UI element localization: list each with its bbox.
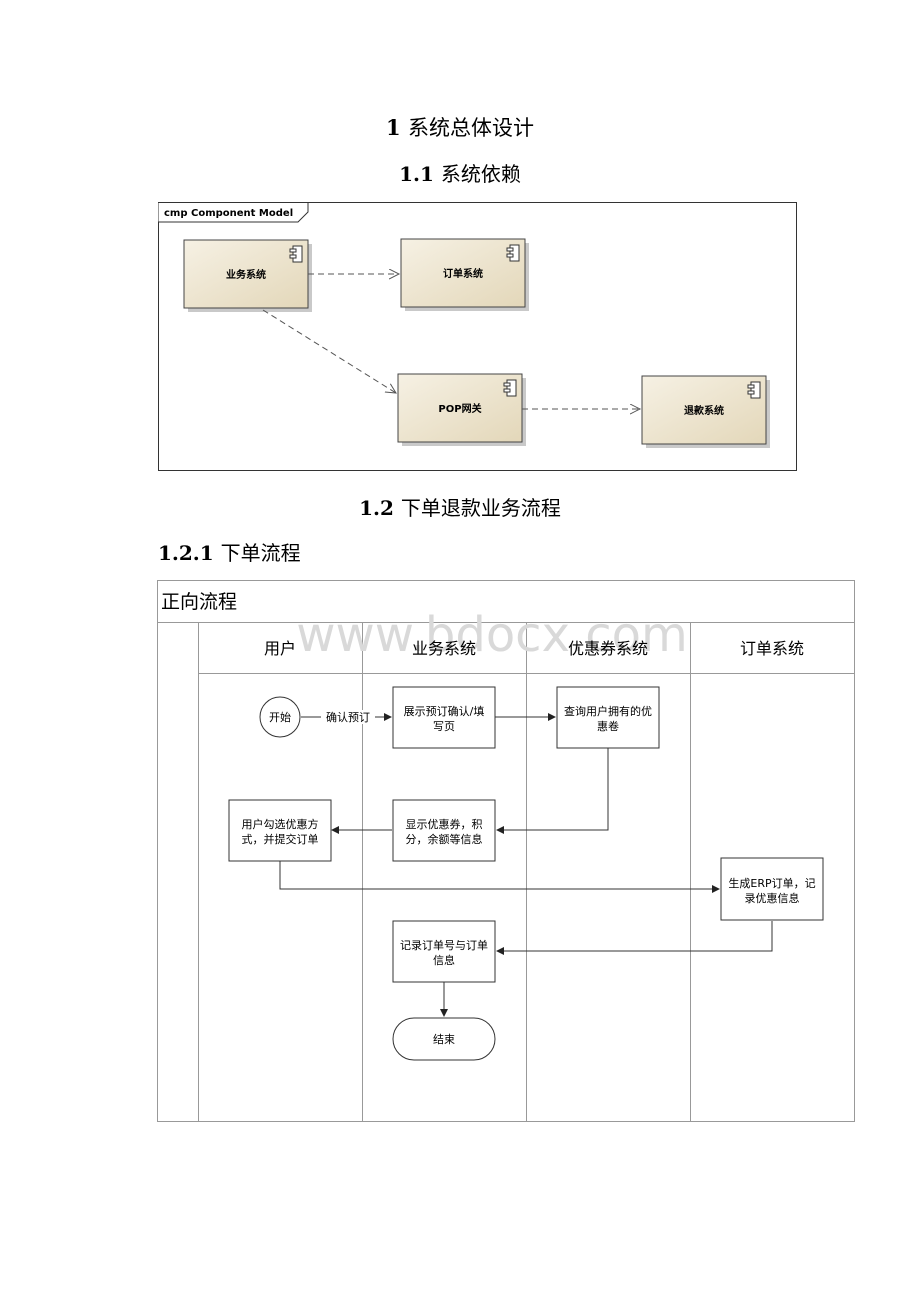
node-start — [259, 696, 301, 738]
frame-tab — [158, 202, 309, 223]
svg-text:惠卷: 惠卷 — [597, 719, 619, 733]
component-icon — [506, 244, 520, 262]
heading-system-dependency: 1.1 系统依赖 — [399, 162, 521, 186]
component-icon — [747, 381, 761, 399]
arrow-to-record — [496, 921, 773, 955]
lane-header-business: 业务系统 — [412, 639, 476, 658]
svg-text:展示预订确认/填: 展示预订确认/填 — [404, 704, 485, 718]
dependency-business-to-pop — [262, 309, 396, 393]
svg-text:分，余额等信息: 分，余额等信息 — [406, 832, 483, 846]
svg-text:业务系统: 业务系统 — [226, 268, 266, 281]
svg-text:POP网关: POP网关 — [438, 402, 481, 415]
node-user-select — [228, 799, 332, 862]
svg-text:查询用户拥有的优: 查询用户拥有的优 — [564, 704, 652, 718]
node-show-page — [392, 686, 496, 749]
svg-text:记录订单号与订单: 记录订单号与订单 — [400, 939, 488, 952]
svg-text:订单系统: 订单系统 — [443, 267, 483, 280]
node-gen-order — [720, 857, 824, 921]
component-icon — [503, 379, 517, 397]
node-record-order — [392, 920, 496, 983]
heading-order-flow: 1.2.1 下单流程 — [158, 541, 301, 565]
node-query-coupon — [556, 686, 660, 749]
arrow-to-gen-order — [279, 860, 720, 893]
component-icon — [289, 245, 303, 263]
svg-text:录优惠信息: 录优惠信息 — [745, 891, 800, 905]
component-pop-gateway: POP网关 — [397, 373, 523, 443]
heading-order-refund-flow: 1.2 下单退款业务流程 — [359, 496, 561, 520]
heading-system-design: 1 系统总体设计 — [386, 115, 534, 140]
lane-header-coupon: 优惠券系统 — [568, 639, 648, 658]
svg-text:显示优惠券，积: 显示优惠券，积 — [406, 817, 483, 831]
label-confirm: 确认预订 — [326, 711, 370, 724]
svg-text:信息: 信息 — [433, 953, 455, 967]
arrow-to-show-coupon — [496, 748, 609, 834]
svg-text:退款系统: 退款系统 — [684, 404, 724, 417]
svg-text:写页: 写页 — [433, 720, 455, 733]
component-diagram: cmp Component Model 业务系统 订单系统 POP网关 退款系统 — [158, 202, 797, 471]
lane-header-order: 订单系统 — [740, 639, 804, 658]
flow-title: 正向流程 — [161, 591, 237, 613]
swimlane-flowchart: 正向流程 www.bdocx.com 用户 业务系统 优惠券系统 订单系统 确认… — [157, 580, 855, 1122]
node-show-coupon — [392, 799, 496, 862]
flow-frame — [157, 580, 855, 1122]
svg-text:开始: 开始 — [269, 710, 291, 724]
watermark: www.bdocx.com — [296, 607, 688, 663]
component-business-system: 业务系统 — [183, 239, 309, 309]
frame-label: cmp Component Model — [164, 208, 293, 219]
lane-header-user: 用户 — [264, 639, 296, 658]
component-refund-system: 退款系统 — [641, 375, 767, 445]
svg-text:用户勾选优惠方: 用户勾选优惠方 — [242, 817, 319, 831]
component-order-system: 订单系统 — [400, 238, 526, 308]
svg-text:式，并提交订单: 式，并提交订单 — [242, 832, 319, 846]
svg-text:结束: 结束 — [433, 1033, 455, 1046]
svg-text:生成ERP订单，记: 生成ERP订单，记 — [728, 876, 815, 890]
node-end — [392, 1017, 496, 1061]
